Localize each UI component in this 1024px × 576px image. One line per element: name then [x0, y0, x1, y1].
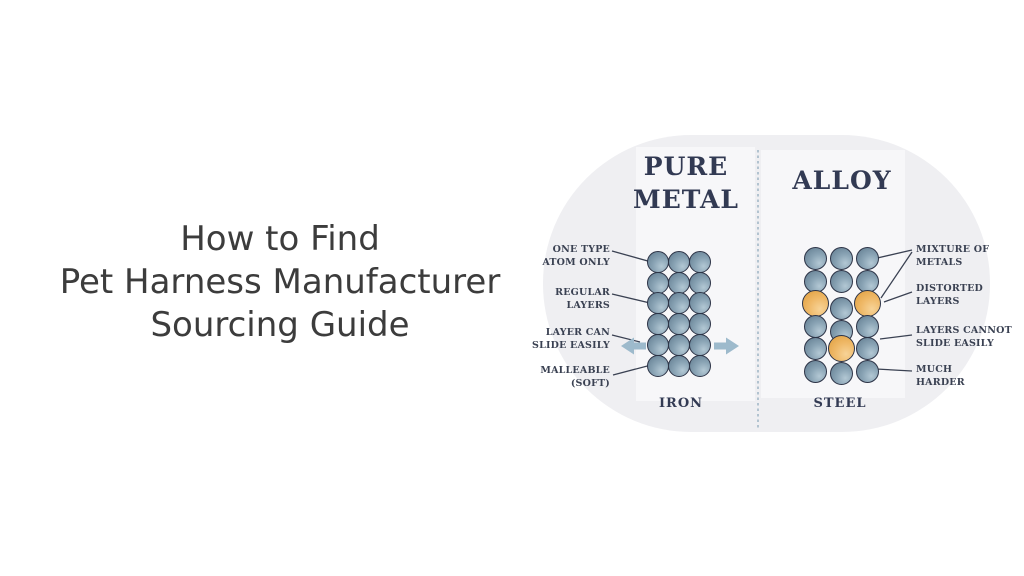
- label-distorted-layers: DISTORTED LAYERS: [916, 283, 983, 307]
- metal-atom: [855, 247, 879, 270]
- pure-metal-heading: PURE METAL: [616, 150, 756, 216]
- alloy-heading: ALLOY: [792, 166, 892, 195]
- pure-metal-heading-line: METAL: [633, 185, 739, 214]
- metal-atom: [829, 247, 853, 270]
- slide-title-line: Sourcing Guide: [150, 305, 410, 345]
- metal-atom: [855, 360, 879, 383]
- metal-atom: [647, 313, 669, 336]
- metal-atom: [804, 360, 827, 383]
- slide-title-line: How to Find: [180, 219, 380, 259]
- label-layers-cannot-slide-easily: LAYERS CANNOT SLIDE EASILY: [916, 325, 1012, 349]
- metal-atom: [829, 269, 853, 293]
- slide-title-line: Pet Harness Manufacturer: [59, 262, 501, 302]
- label-much-harder: MUCH HARDER: [916, 364, 965, 388]
- pure-metal-heading-line: PURE: [643, 152, 729, 181]
- label-layer-can-slide-easily: LAYER CAN SLIDE EASILY: [532, 327, 610, 351]
- arrow-left-icon: [621, 337, 646, 355]
- alloy-atom: [827, 335, 855, 363]
- metal-atom: [855, 314, 879, 338]
- metal-atom: [647, 333, 669, 356]
- metal-atom: [855, 337, 879, 361]
- metal-atom: [668, 354, 691, 377]
- metal-atom: [689, 271, 712, 294]
- metal-atom: [804, 337, 827, 361]
- metal-atom: [647, 271, 669, 294]
- alloy-atom: [853, 290, 881, 318]
- label-one-type-atom-only: ONE TYPE ATOM ONLY: [542, 244, 610, 268]
- slide-title: How to Find Pet Harness Manufacturer Sou…: [10, 218, 550, 347]
- label-malleable-soft: MALLEABLE (SOFT): [540, 365, 610, 389]
- metal-atom: [804, 247, 827, 270]
- metal-atom: [647, 354, 669, 377]
- metal-atom: [829, 362, 853, 385]
- iron-caption: IRON: [658, 396, 704, 411]
- alloy-atom: [802, 290, 829, 318]
- label-regular-layers: REGULAR LAYERS: [555, 287, 610, 311]
- metal-atom: [668, 333, 691, 356]
- metal-atom: [804, 314, 827, 338]
- steel-caption: STEEL: [813, 396, 867, 411]
- arrow-right-icon: [714, 337, 739, 355]
- label-mixture-of-metals: MIXTURE OF METALS: [916, 244, 990, 268]
- metal-atom: [668, 271, 691, 294]
- metal-atom: [855, 269, 879, 293]
- metal-atom: [647, 251, 669, 273]
- metal-atom: [829, 297, 853, 321]
- metal-atom: [689, 354, 712, 377]
- metal-atom: [804, 269, 827, 293]
